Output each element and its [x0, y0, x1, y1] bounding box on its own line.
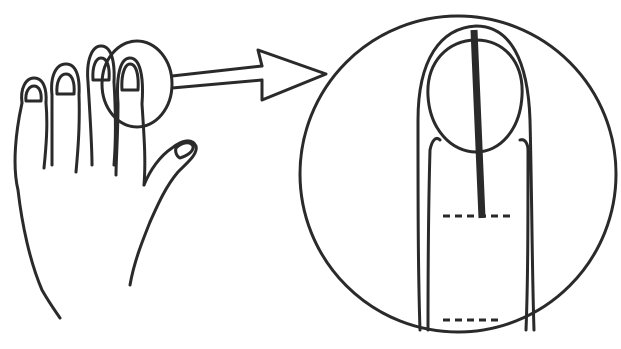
- arrow-shaft-top: [172, 66, 262, 76]
- hand-outline: [15, 46, 196, 318]
- middle-finger-left: [88, 82, 92, 165]
- ring-middle-gap: [76, 95, 79, 172]
- arrow-shaft-bottom: [172, 80, 262, 88]
- thumb-nail: [176, 143, 193, 158]
- index-finger-right: [142, 104, 145, 185]
- finger-inner-right: [520, 140, 528, 330]
- arrow-head: [258, 50, 326, 100]
- palm-right-edge: [130, 222, 150, 285]
- center-line: [474, 30, 482, 218]
- little-finger-nail: [26, 86, 41, 101]
- finger-inner-left: [428, 138, 440, 330]
- magnified-finger-circle: [300, 16, 616, 332]
- little-ring-gap: [44, 103, 47, 168]
- ring-finger-nail: [57, 74, 74, 94]
- index-finger-nail: [122, 64, 138, 90]
- pointer-arrow: [172, 50, 326, 100]
- palm-left-edge: [18, 190, 60, 318]
- little-finger-side: [15, 103, 22, 190]
